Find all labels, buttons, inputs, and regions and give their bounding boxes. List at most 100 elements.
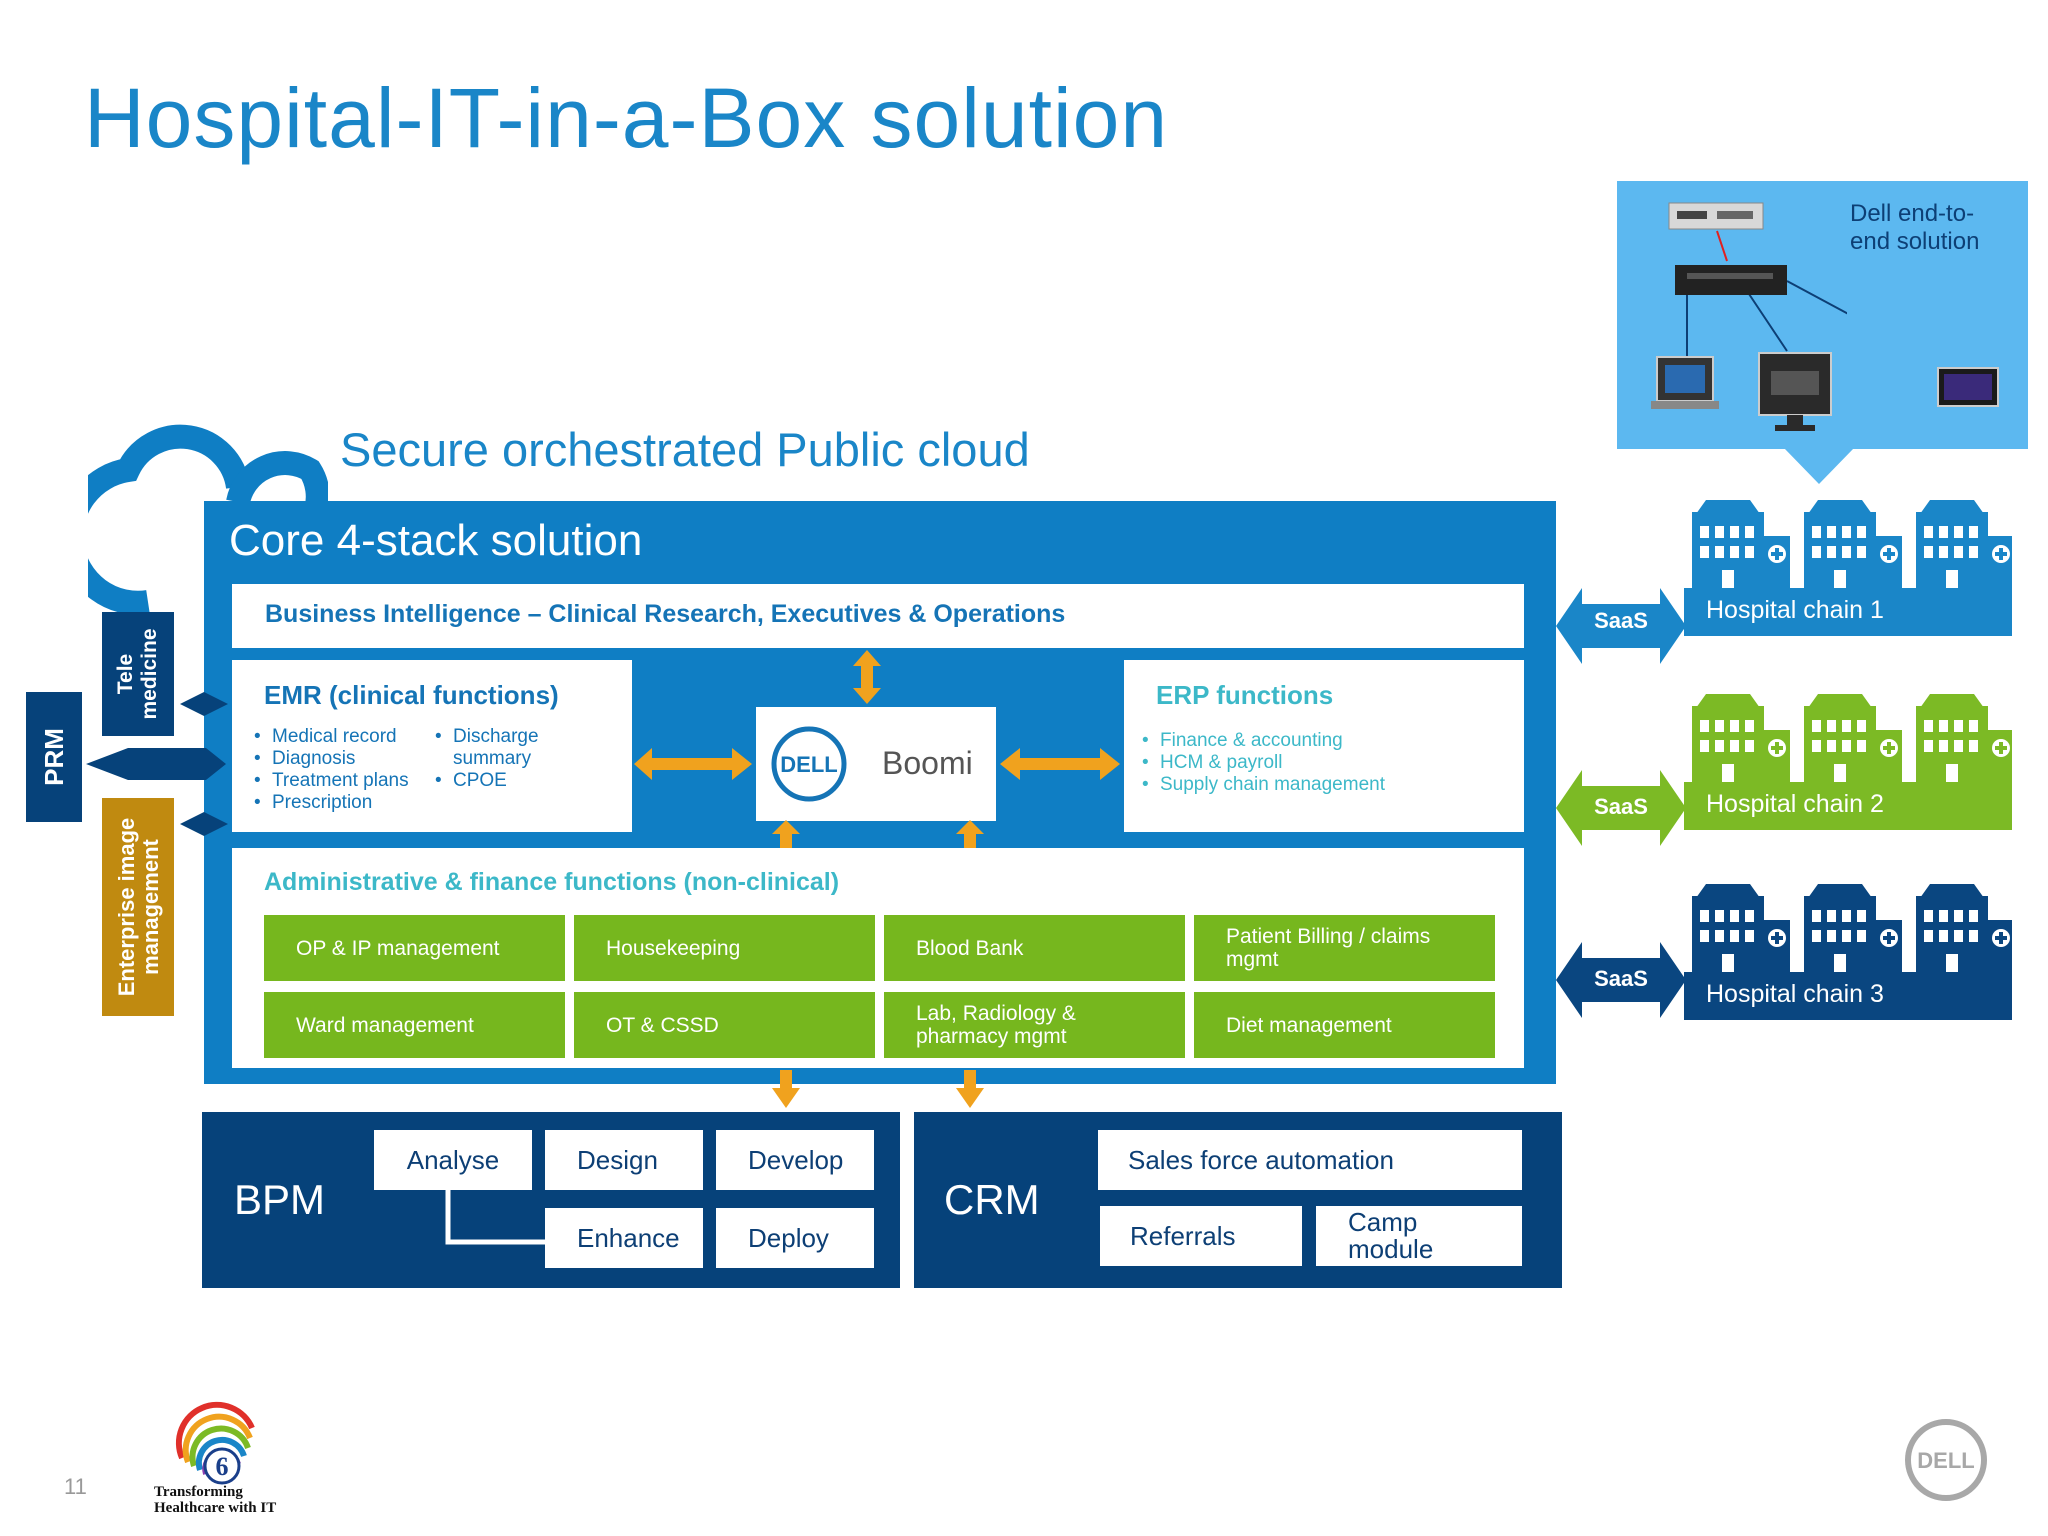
dell-logo-icon: DELL — [771, 726, 847, 802]
erp-heading: ERP functions — [1156, 680, 1334, 710]
bpm-step-enhance: Enhance — [545, 1208, 703, 1268]
admin-heading: Administrative & finance functions (non-… — [264, 868, 840, 896]
list-item: Finance & accounting — [1142, 730, 1385, 752]
bpm-step-design: Design — [545, 1130, 703, 1190]
hospital-buildings-icon — [1692, 694, 2012, 786]
erp-list: Finance & accounting HCM & payroll Suppl… — [1142, 730, 1385, 796]
telemedicine-connector — [180, 692, 228, 716]
list-item: HCM & payroll — [1142, 752, 1385, 774]
hospital-building-icon — [1804, 500, 1902, 592]
crm-label: CRM — [944, 1176, 1040, 1223]
hospital-bar — [1684, 782, 2012, 830]
hospital-label: Hospital chain 2 — [1706, 790, 1884, 818]
diet-management-cell: Diet management — [1194, 992, 1495, 1058]
dell-solution-pointer — [1784, 448, 1854, 484]
business-intelligence-panel: Business Intelligence – Clinical Researc… — [232, 584, 1524, 648]
hospital-building-icon — [1692, 884, 1790, 976]
core-bpm-arrow — [772, 1070, 800, 1108]
hospital-buildings-icon — [1692, 884, 2012, 976]
patient-billing-cell: Patient Billing / claims mgmt — [1194, 915, 1495, 981]
dell-footer-logo-icon: DELL — [1905, 1419, 1987, 1501]
laptop-icon — [1651, 356, 1719, 409]
hospital-bar — [1684, 972, 2012, 1020]
saas-arrow-3 — [1556, 942, 1686, 1018]
hospital-chain-2: Hospital chain 2 — [1684, 690, 2012, 836]
prm-label: PRM — [39, 728, 69, 786]
dell-hardware-diagram — [1651, 202, 1847, 431]
hospital-building-icon — [1692, 694, 1790, 786]
op-ip-management-cell: OP & IP management — [264, 915, 565, 981]
eim-label: Enterprise image management — [114, 817, 163, 997]
tablet-icon — [1937, 367, 1999, 407]
hospital-building-icon — [1916, 884, 2012, 976]
ot-cssd-cell: OT & CSSD — [574, 992, 875, 1058]
eim-connector — [180, 812, 228, 836]
cloud-label: Secure orchestrated Public cloud — [340, 423, 1030, 476]
saas-label-3: SaaS — [1594, 966, 1648, 991]
list-item: Treatment plans — [254, 770, 409, 792]
hospital-chain-3: Hospital chain 3 — [1684, 880, 2012, 1026]
dell-solution-caption: Dell end-to-end solution — [1850, 200, 1980, 255]
housekeeping-cell: Housekeeping — [574, 915, 875, 981]
hospital-building-icon — [1804, 884, 1902, 976]
transforming-healthcare-logo-icon: 6 — [175, 1401, 255, 1485]
list-item: CPOE — [435, 770, 539, 792]
hospital-chain-1: Hospital chain 1 — [1684, 496, 2012, 642]
saas-label-1: SaaS — [1594, 608, 1648, 633]
switch-icon — [1675, 265, 1787, 295]
prm-box: PRM — [26, 692, 82, 822]
page-number: 11 — [64, 1474, 87, 1499]
monitor-icon — [1758, 352, 1832, 431]
bpm-label: BPM — [234, 1176, 326, 1223]
enterprise-image-box: Enterprise image management — [102, 798, 174, 1016]
crm-referrals: Referrals — [1100, 1206, 1302, 1266]
hospital-label: Hospital chain 3 — [1706, 980, 1884, 1008]
saas-label-2: SaaS — [1594, 794, 1648, 819]
prm-connector — [86, 748, 226, 780]
bpm-step-deploy: Deploy — [716, 1208, 874, 1268]
saas-arrow-1 — [1556, 588, 1686, 664]
list-item: Supply chain management — [1142, 774, 1385, 796]
dell-footer-logo-text: DELL — [1917, 1448, 1974, 1473]
bpm-flow-connector — [445, 1188, 550, 1245]
bpm-step-analyse: Analyse — [374, 1130, 532, 1190]
admin-boomi-arrow-left — [772, 820, 800, 848]
logo-number: 6 — [216, 1452, 229, 1481]
bi-boomi-arrow — [853, 650, 881, 704]
list-item: Medical record — [254, 726, 409, 748]
dell-logo-text: DELL — [780, 752, 837, 777]
hospital-label: Hospital chain 1 — [1706, 596, 1884, 624]
list-item-text: Discharge — [453, 726, 539, 747]
hospital-bar — [1684, 588, 2012, 636]
bi-label: Business Intelligence – Clinical Researc… — [265, 600, 1066, 628]
transforming-healthcare-text: Transforming Healthcare with IT — [154, 1484, 276, 1516]
ward-management-cell: Ward management — [264, 992, 565, 1058]
telemedicine-box: Tele medicine — [102, 612, 174, 736]
cloud-icon — [88, 424, 328, 612]
admin-boomi-arrow-right — [956, 820, 984, 848]
core-stack-title: Core 4-stack solution — [229, 516, 643, 565]
dell-boomi-box: DELL Boomi — [756, 707, 996, 821]
lab-radiology-cell: Lab, Radiology & pharmacy mgmt — [884, 992, 1185, 1058]
saas-arrow-2 — [1556, 770, 1686, 846]
crm-camp-module: Camp module — [1316, 1206, 1522, 1266]
boomi-label: Boomi — [882, 745, 973, 781]
hospital-building-icon — [1692, 500, 1790, 592]
server-icon — [1668, 202, 1764, 230]
crm-sales-force-automation: Sales force automation — [1098, 1130, 1522, 1190]
list-item: Diagnosis — [254, 748, 409, 770]
hospital-building-icon — [1804, 694, 1902, 786]
hospital-buildings-icon — [1692, 500, 2012, 592]
emr-heading: EMR (clinical functions) — [264, 680, 559, 710]
logo-line-1: Transforming — [154, 1484, 243, 1500]
list-item-text: summary — [453, 748, 532, 769]
hospital-building-icon — [1916, 500, 2012, 592]
telemedicine-label: Tele medicine — [114, 628, 161, 720]
bpm-step-develop: Develop — [716, 1130, 874, 1190]
hospital-building-icon — [1916, 694, 2012, 786]
list-item: Prescription — [254, 792, 409, 814]
logo-line-2: Healthcare with IT — [154, 1500, 277, 1516]
